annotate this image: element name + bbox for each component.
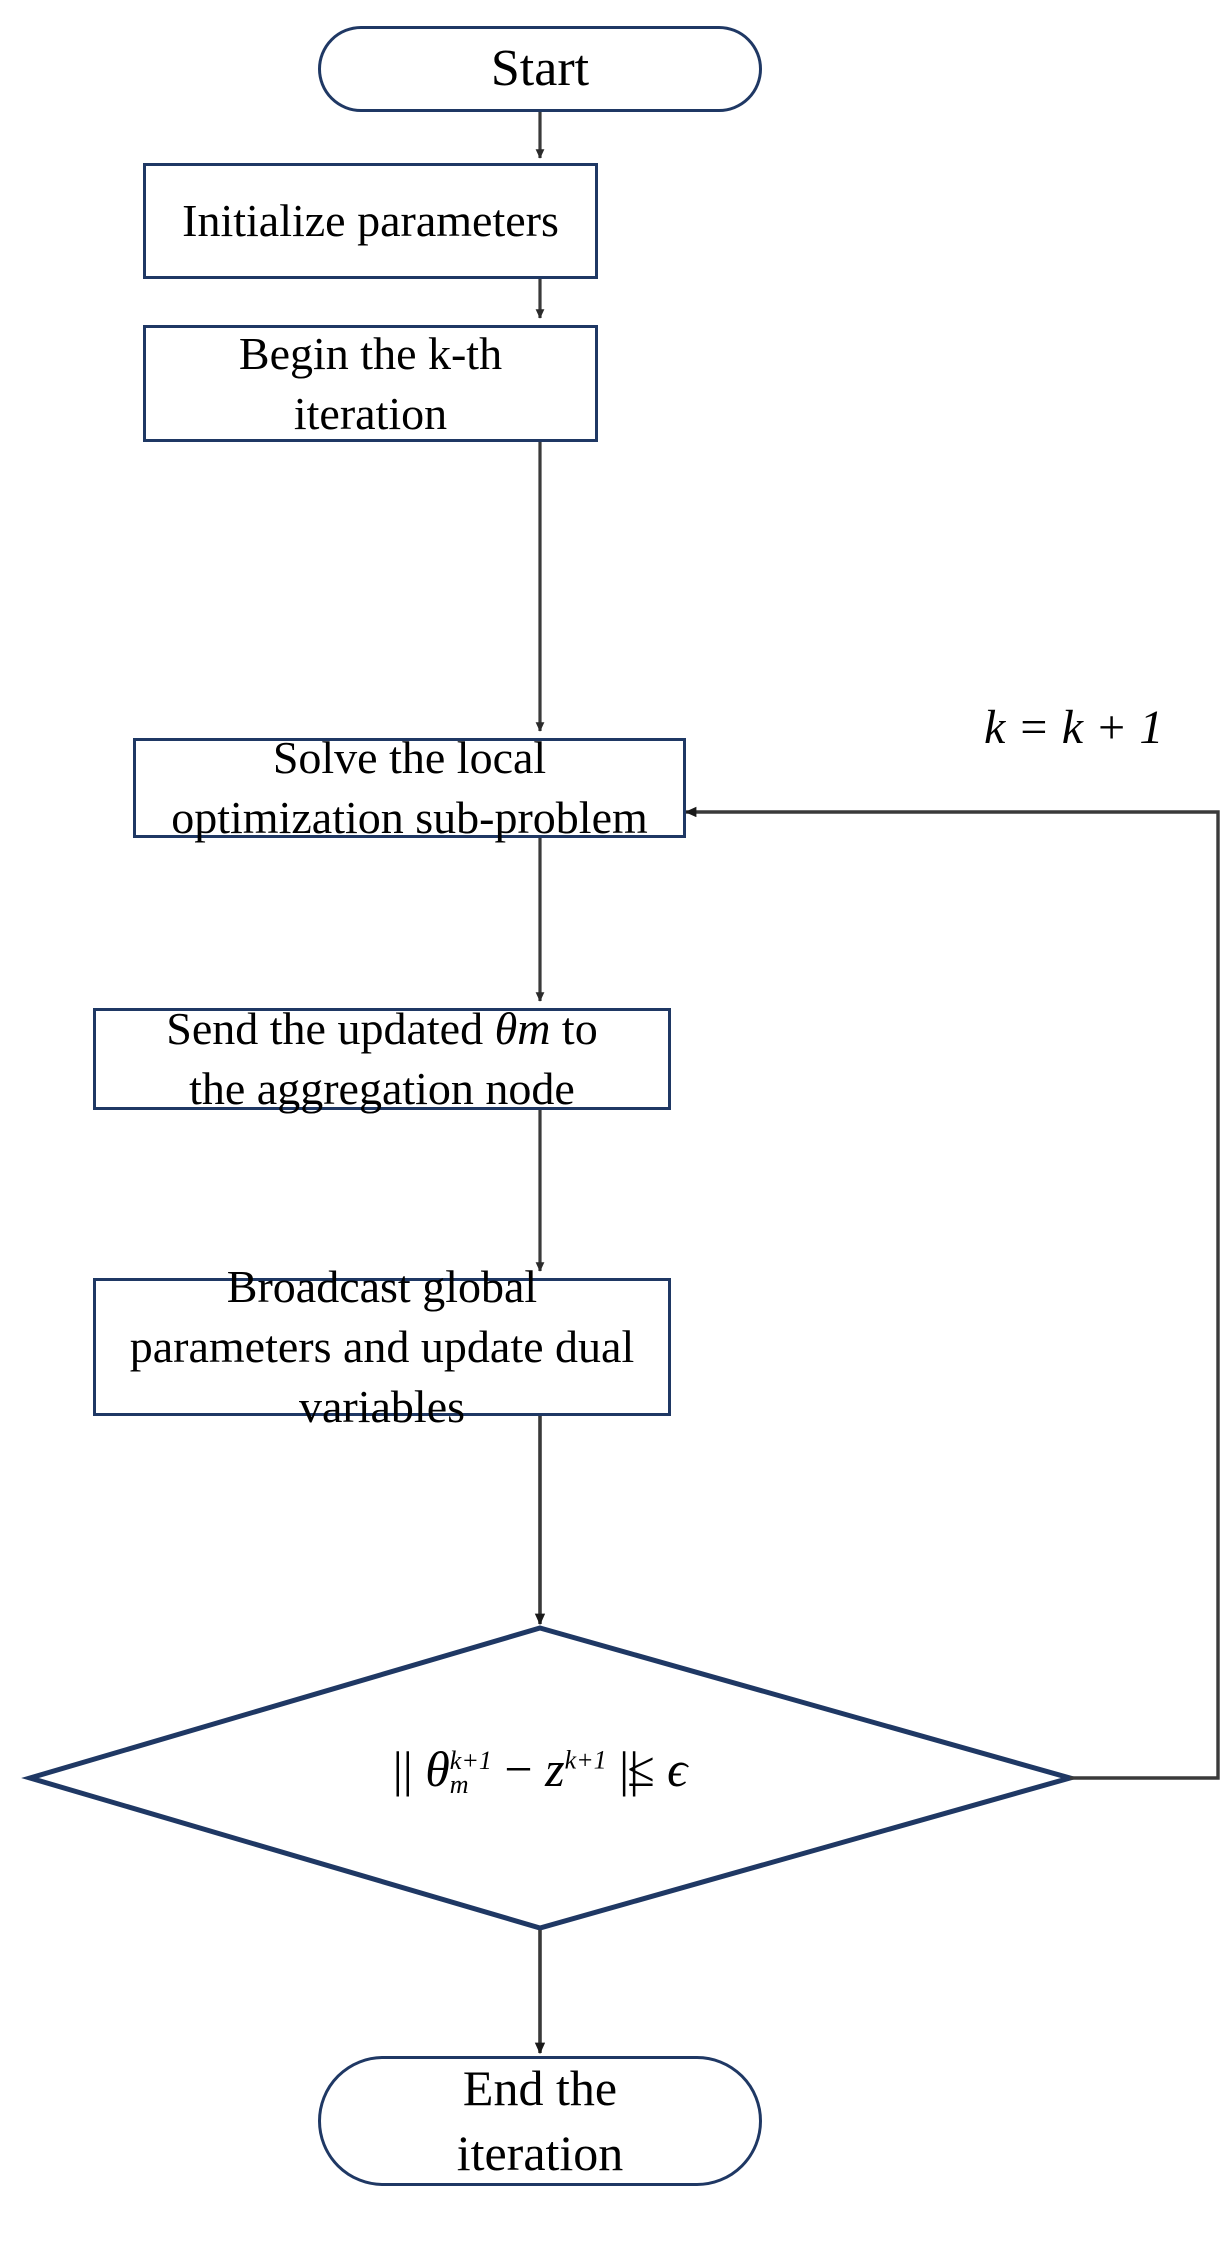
norm-close-bar: || (619, 1741, 640, 1797)
node-initialize-parameters-label: Initialize parameters (182, 195, 559, 247)
z-symbol: z (545, 1741, 565, 1797)
epsilon-symbol: ϵ (667, 1741, 688, 1797)
node-initialize-parameters[interactable]: Initialize parameters (143, 163, 598, 279)
send-theta-text-2: to (550, 1003, 598, 1055)
edge-feedback-loop (684, 806, 1220, 1780)
send-theta-line2: the aggregation node (189, 1063, 575, 1114)
node-send-updated-theta[interactable]: Send the updated θm to the aggregation no… (93, 1003, 671, 1114)
node-begin-iteration-label: Begin the k-th iteration (238, 327, 503, 439)
node-broadcast-global-parameters[interactable]: Broadcast global parameters and update d… (93, 1261, 671, 1432)
theta-symbol: θ (425, 1741, 450, 1797)
node-start[interactable]: Start (318, 26, 762, 112)
node-broadcast-global-parameters-label: Broadcast global parameters and update d… (129, 1261, 635, 1432)
edge-label-increment-k-text: k = k + 1 (984, 701, 1164, 754)
relation-operator: ≤ (627, 1741, 655, 1797)
node-send-updated-theta-label: Send the updated θm to the aggregation no… (156, 999, 607, 1119)
send-theta-symbol: θm (494, 1003, 551, 1055)
node-end-iteration[interactable]: End the iteration (318, 2056, 762, 2186)
norm-open-bar: || (392, 1741, 413, 1797)
edge-label-increment-k: k = k + 1 (984, 700, 1163, 755)
minus-operator: − (504, 1741, 533, 1797)
node-end-iteration-label: End the iteration (456, 2060, 624, 2181)
node-solve-local-subproblem[interactable]: Solve the local optimization sub-problem (133, 732, 686, 843)
decision-diamond-shape (21, 1625, 1080, 1931)
theta-superscript: k+1 (449, 1746, 492, 1776)
node-solve-local-subproblem-label: Solve the local optimization sub-problem (171, 732, 648, 843)
node-start-label: Start (490, 40, 590, 98)
theta-subscript: m (449, 1769, 469, 1799)
send-theta-text-1: Send the updated (166, 1003, 495, 1055)
z-superscript: k+1 (564, 1745, 607, 1775)
node-begin-iteration[interactable]: Begin the k-th iteration (143, 325, 598, 442)
